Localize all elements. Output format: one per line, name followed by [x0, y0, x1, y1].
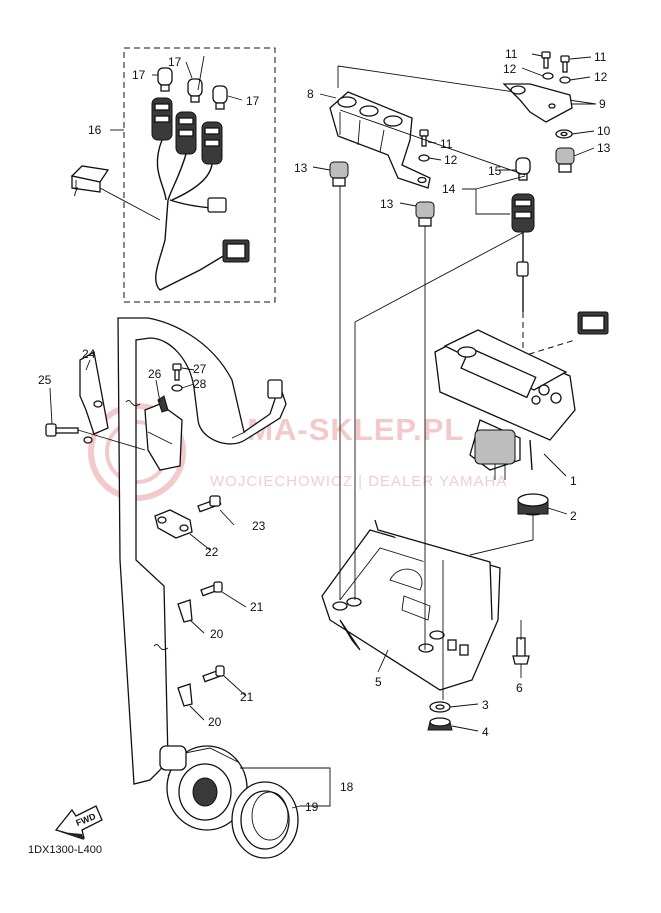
callout-24: 24: [82, 347, 96, 361]
meter-1: [434, 329, 576, 480]
callout-2: 2: [570, 509, 577, 523]
callout-6: 6: [516, 681, 523, 695]
callout-12-b: 12: [594, 70, 608, 84]
harness-sockets: [151, 97, 223, 165]
callout-12-c: 12: [444, 153, 458, 167]
bracket-9: [502, 83, 573, 123]
diagram-code: 1DX1300-L400: [28, 844, 102, 856]
callout-7: 7: [72, 185, 79, 199]
callout-13-b: 13: [294, 161, 308, 175]
grommets-13: [329, 147, 575, 227]
callout-4: 4: [482, 725, 489, 739]
clamp-20-upper: [177, 581, 223, 623]
guide-lines: [339, 109, 534, 700]
leader-lines: [49, 53, 596, 809]
callout-17-c: 17: [246, 94, 260, 108]
callout-28: 28: [193, 377, 207, 391]
callout-21-a: 21: [250, 600, 264, 614]
callout-17-a: 17: [132, 68, 146, 82]
callout-26: 26: [148, 367, 162, 381]
callout-17-b: 17: [168, 55, 182, 69]
screw-27: [172, 363, 182, 381]
damper-2: [517, 493, 549, 516]
callout-16: 16: [88, 123, 102, 137]
cable-assembly: [117, 317, 287, 785]
fwd-arrow-icon: FWD: [54, 805, 103, 840]
stay-24: [79, 350, 109, 444]
harness-wires: [155, 139, 250, 291]
callout-25: 25: [38, 373, 52, 387]
connector-right: [577, 311, 609, 335]
bolt-6: [512, 637, 530, 665]
washer-3: [429, 701, 451, 713]
washer-10: [555, 129, 573, 139]
callout-18: 18: [340, 780, 354, 794]
callout-20-a: 20: [210, 627, 224, 641]
callout-11-b: 11: [594, 50, 607, 64]
connector-7: [70, 165, 161, 221]
gear-18: [159, 745, 248, 831]
callout-13-c: 13: [380, 197, 394, 211]
callout-14: 14: [442, 182, 456, 196]
callout-11-c: 11: [440, 137, 453, 151]
callout-22: 22: [205, 545, 219, 559]
callout-8: 8: [307, 87, 314, 101]
bracket-8: [329, 91, 431, 189]
callout-15: 15: [488, 164, 502, 178]
screws-11: [419, 51, 570, 147]
washer-28: [171, 384, 183, 392]
callout-13-a: 13: [597, 141, 611, 155]
callout-9: 9: [599, 97, 606, 111]
nut-4: [427, 717, 453, 731]
bolt-25: [45, 423, 146, 451]
callout-5: 5: [375, 675, 382, 689]
bracket-5: [321, 519, 501, 691]
harness-group-box: [123, 47, 276, 303]
bracket-26: [144, 395, 183, 471]
clamp-22: [154, 509, 193, 539]
seal-19: [231, 781, 299, 859]
callout-labels: 1 2 3 4 5 6 7 8 9 10 11 11 11 12 12 12 1…: [38, 47, 611, 814]
callout-23: 23: [252, 519, 266, 533]
callout-21-b: 21: [240, 690, 254, 704]
callout-3: 3: [482, 698, 489, 712]
watermark-dealer: WOJCIECHOWICZ | DEALER YAMAHA: [210, 473, 507, 490]
bulb-17-group: [157, 67, 228, 110]
callout-12-a: 12: [503, 62, 517, 76]
callout-1: 1: [570, 474, 577, 488]
callout-10: 10: [597, 124, 611, 138]
callout-19: 19: [305, 800, 319, 814]
bulb-15-socket-14: [511, 157, 535, 312]
clamp-20-lower: [177, 665, 225, 707]
callout-20-b: 20: [208, 715, 222, 729]
callout-27: 27: [193, 362, 207, 376]
bolt-23: [197, 495, 222, 513]
callout-11-a: 11: [505, 47, 518, 61]
